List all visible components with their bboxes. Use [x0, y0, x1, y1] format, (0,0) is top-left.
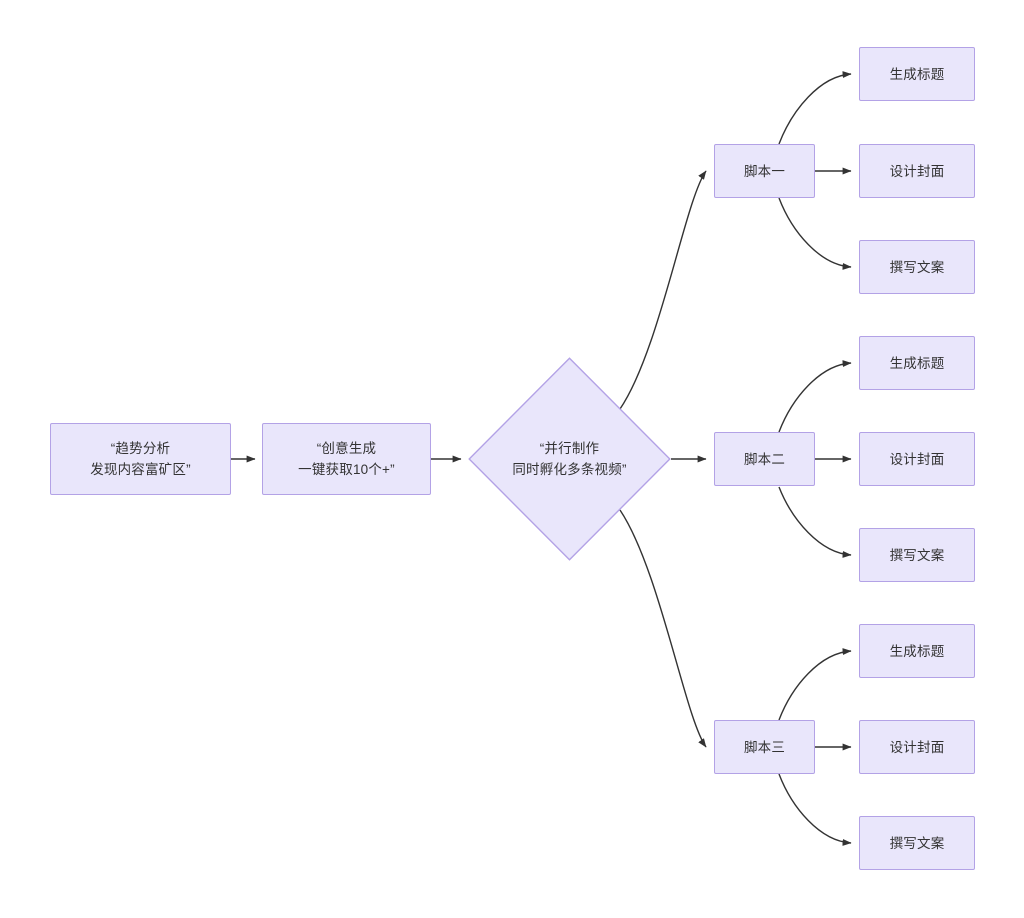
- node-parallel-production-label: “并行制作 同时孵化多条视频”: [512, 441, 627, 477]
- node-s2-copy[interactable]: 撰写文案: [859, 528, 975, 582]
- node-s3-copy[interactable]: 撰写文案: [859, 816, 975, 870]
- node-script-two[interactable]: 脚本二: [714, 432, 815, 486]
- edge-script-one-to-copy: [778, 197, 852, 270]
- node-s1-cover[interactable]: 设计封面: [859, 144, 975, 198]
- node-s3-title[interactable]: 生成标题: [859, 624, 975, 678]
- edge-script-two-to-copy: [778, 486, 852, 558]
- node-s3-cover[interactable]: 设计封面: [859, 720, 975, 774]
- node-script-one[interactable]: 脚本一: [714, 144, 815, 198]
- diamond-shape: [468, 357, 671, 561]
- node-script-three[interactable]: 脚本三: [714, 720, 815, 774]
- node-s2-title[interactable]: 生成标题: [859, 336, 975, 390]
- node-s1-copy[interactable]: 撰写文案: [859, 240, 975, 294]
- node-parallel-production[interactable]: “并行制作 同时孵化多条视频”: [468, 357, 671, 561]
- node-idea-generation[interactable]: “创意生成 一键获取10个+”: [262, 423, 431, 495]
- node-s2-cover[interactable]: 设计封面: [859, 432, 975, 486]
- edge-script-three-to-title: [778, 648, 852, 721]
- node-trend-analysis[interactable]: “趋势分析 发现内容富矿区”: [50, 423, 231, 495]
- edge-script-three-to-copy: [778, 773, 852, 846]
- edge-script-one-to-title: [778, 71, 852, 145]
- edge-script-two-to-title: [778, 360, 852, 433]
- node-s1-title[interactable]: 生成标题: [859, 47, 975, 101]
